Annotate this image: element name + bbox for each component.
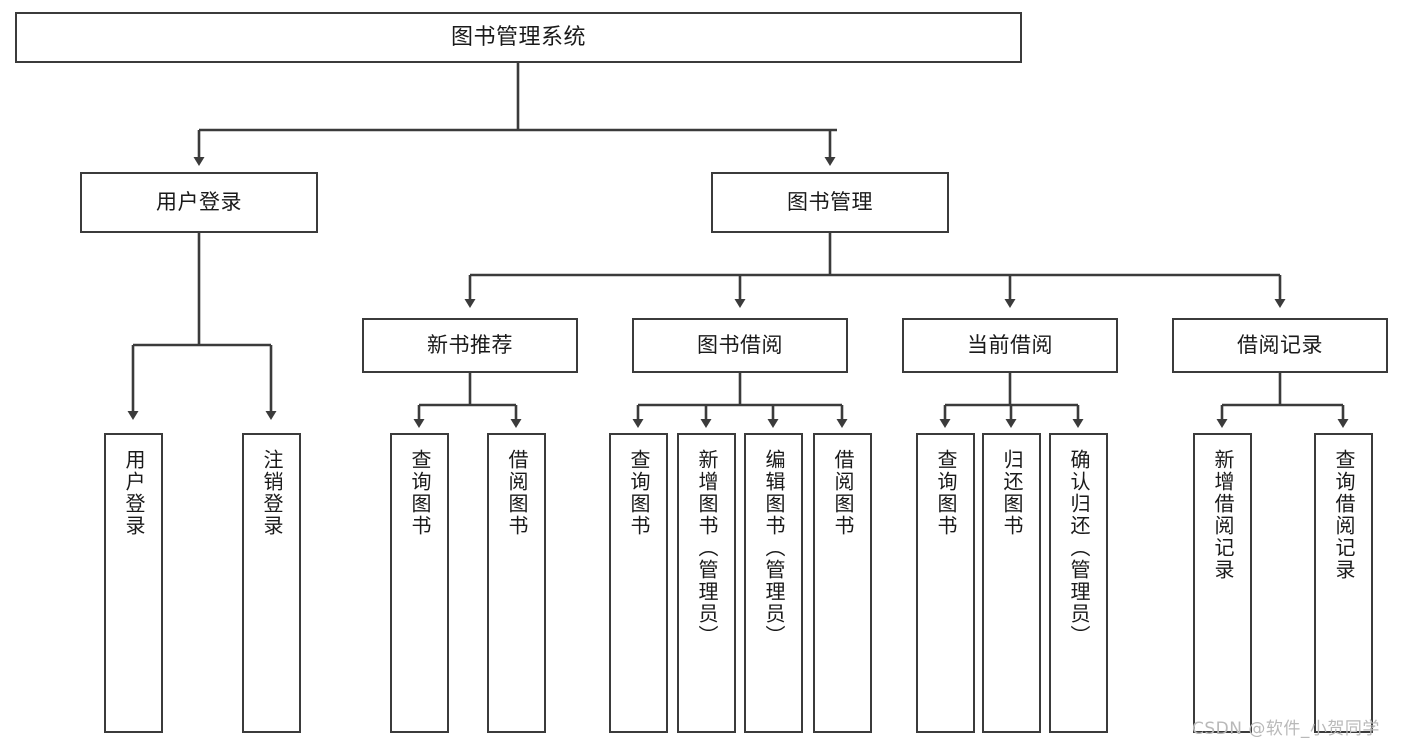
leaf-user-login-signin[interactable]: 用户登录 [104,433,163,733]
node-label: 借阅图书 [505,449,529,537]
node-label: 新增图书（管理员） [695,449,719,647]
leaf-recommend-borrow-book[interactable]: 借阅图书 [487,433,546,733]
node-current-borrow[interactable]: 当前借阅 [902,318,1118,373]
leaf-current-confirm-return-admin[interactable]: 确认归还（管理员） [1049,433,1108,733]
node-label: 查询图书 [408,449,432,537]
csdn-watermark: CSDN @软件_小贺同学 [1192,719,1380,739]
node-label: 当前借阅 [967,333,1053,358]
leaf-borrow-add-book-admin[interactable]: 新增图书（管理员） [677,433,736,733]
node-label: 借阅记录 [1237,333,1323,358]
leaf-current-query-book[interactable]: 查询图书 [916,433,975,733]
leaf-record-add-record[interactable]: 新增借阅记录 [1193,433,1252,733]
node-book-borrow[interactable]: 图书借阅 [632,318,848,373]
node-label: 注销登录 [260,449,284,537]
leaf-record-query-record[interactable]: 查询借阅记录 [1314,433,1373,733]
node-label: 查询图书 [627,449,651,537]
node-label: 新增借阅记录 [1211,449,1235,581]
leaf-user-login-signout[interactable]: 注销登录 [242,433,301,733]
leaf-recommend-query-book[interactable]: 查询图书 [390,433,449,733]
node-label: 编辑图书（管理员） [762,449,786,647]
node-label: 图书管理 [787,190,873,215]
node-label: 查询借阅记录 [1332,449,1356,581]
leaf-borrow-edit-book-admin[interactable]: 编辑图书（管理员） [744,433,803,733]
node-label: 查询图书 [934,449,958,537]
node-user-login[interactable]: 用户登录 [80,172,318,233]
node-book-management[interactable]: 图书管理 [711,172,949,233]
node-label: 借阅图书 [831,449,855,537]
node-label: 用户登录 [156,190,242,215]
leaf-borrow-query-book[interactable]: 查询图书 [609,433,668,733]
leaf-borrow-borrow-book[interactable]: 借阅图书 [813,433,872,733]
node-new-book-recommend[interactable]: 新书推荐 [362,318,578,373]
node-label: 归还图书 [1000,449,1024,537]
node-label: 新书推荐 [427,333,513,358]
node-borrow-record[interactable]: 借阅记录 [1172,318,1388,373]
node-root-system[interactable]: 图书管理系统 [15,12,1022,63]
node-label: 图书管理系统 [450,24,586,50]
node-label: 图书借阅 [697,333,783,358]
leaf-current-return-book[interactable]: 归还图书 [982,433,1041,733]
node-label: 用户登录 [122,449,146,537]
node-label: 确认归还（管理员） [1067,449,1091,647]
